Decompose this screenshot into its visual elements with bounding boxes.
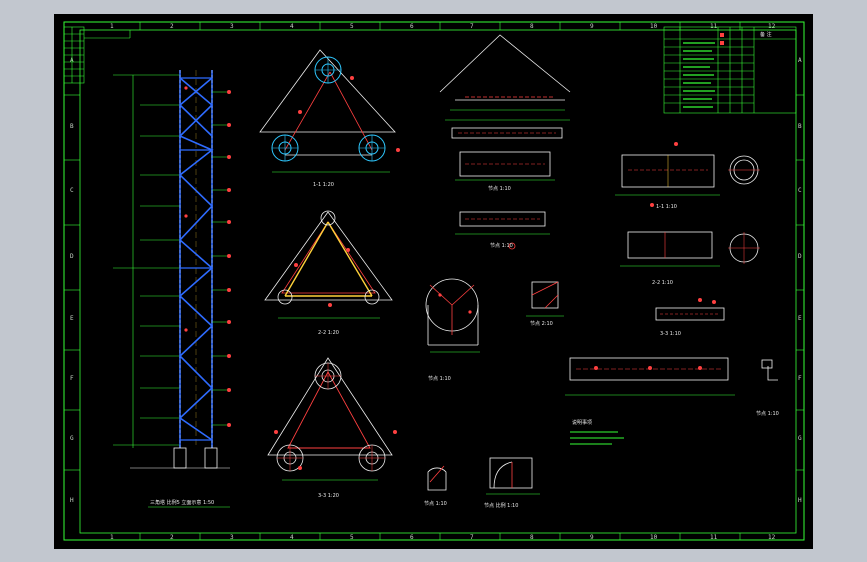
right-pipe-2 [620,231,720,267]
grid-col-label: 6 [410,534,414,541]
grid-col-label: 5 [350,23,354,30]
detail-b-caption: 节点 1:10 [490,243,513,249]
grid-row-labels-right: A B C D E F G H [798,57,802,504]
grid-row-label: H [798,497,802,504]
detail-a-plate [455,151,555,181]
grid-row-label: G [70,435,74,442]
right-ring-2 [728,232,760,264]
grid-row-label: H [70,497,74,504]
detail-c [425,278,480,353]
detail-e [486,457,540,495]
grid-col-label: 10 [650,534,658,541]
detail-d [427,465,447,491]
right-4-caption: 节点 1:10 [756,411,779,417]
grid-col-label: 2 [170,23,174,30]
section-1-caption: 1-1 1:20 [313,182,334,188]
grid-col-label: 10 [650,23,658,30]
outer-border [63,21,805,541]
elevation-caption: 三角塔 比例5 立面示意 1:50 [150,499,214,506]
material-table [663,26,797,114]
grid-col-label: 1 [110,23,114,30]
grid-row-label: D [798,253,802,260]
grid-row-label: E [798,315,802,322]
detail-small-1 [526,281,564,317]
right-2-caption: 2-2 1:10 [652,280,673,286]
right-1-caption: 1-1 1:10 [656,204,677,210]
small-bracket [761,359,778,381]
grid-col-label: 8 [530,23,534,30]
section-3-caption: 3-3 1:20 [318,493,339,499]
grid-col-label: 3 [230,534,234,541]
grid-col-label: 12 [768,23,776,30]
detail-c-caption: 节点 1:10 [428,376,451,382]
table-markers [720,33,724,45]
grid-row-label: D [70,253,74,260]
section-3-3 [267,357,397,481]
plate-1-caption: 节点 2:10 [530,321,553,327]
grid-row-label: C [70,187,74,194]
section-2-caption: 2-2 1:20 [318,330,339,336]
detail-d-caption: 节点 1:10 [424,501,447,507]
grid-row-label: B [70,123,74,130]
detail-a-bar [445,119,570,139]
revision-table [63,26,131,84]
grid-col-label: 3 [230,23,234,30]
grid-col-label: 5 [350,534,354,541]
grid-col-label: 9 [590,23,594,30]
grid-col-label: 7 [470,534,474,541]
grid-row-label: F [70,375,74,382]
detail-a-caption: 节点 1:10 [488,186,511,192]
inner-border [79,29,797,534]
notes-lines [570,431,624,445]
tower-elevation [113,70,231,508]
grid-col-label: 6 [410,23,414,30]
long-bar-detail [565,357,735,396]
grid-col-label: 8 [530,534,534,541]
material-table-entries [683,42,715,108]
grid-col-label: 12 [768,534,776,541]
grid-row-label: A [798,57,802,64]
bottom-detail-caption: 节点 比例 1:10 [484,502,518,509]
section-1-1 [259,49,400,173]
grid-col-label: 7 [470,23,474,30]
grid-col-label: 4 [290,23,294,30]
right-3-caption: 3-3 1:10 [660,331,681,337]
grid-col-label: 11 [710,534,718,541]
grid-col-label: 4 [290,534,294,541]
grid-row-label: F [798,375,802,382]
grid-col-label: 1 [110,534,114,541]
material-table-header: 备 注 [760,31,772,38]
grid-col-label: 2 [170,534,174,541]
grid-row-label: B [798,123,802,130]
grid-col-label: 11 [710,23,718,30]
grid-row-label: G [798,435,802,442]
section-2-2 [264,210,393,319]
grid-row-label: C [798,187,802,194]
grid-col-label: 9 [590,534,594,541]
grid-ticks [64,22,804,540]
right-ring-1 [728,155,760,185]
right-plate-3 [655,298,725,321]
detail-a [439,34,571,111]
detail-b [455,211,550,250]
right-pipe-1 [615,142,720,207]
notes-title: 说明事项 [572,419,592,426]
grid-row-label: E [70,315,74,322]
